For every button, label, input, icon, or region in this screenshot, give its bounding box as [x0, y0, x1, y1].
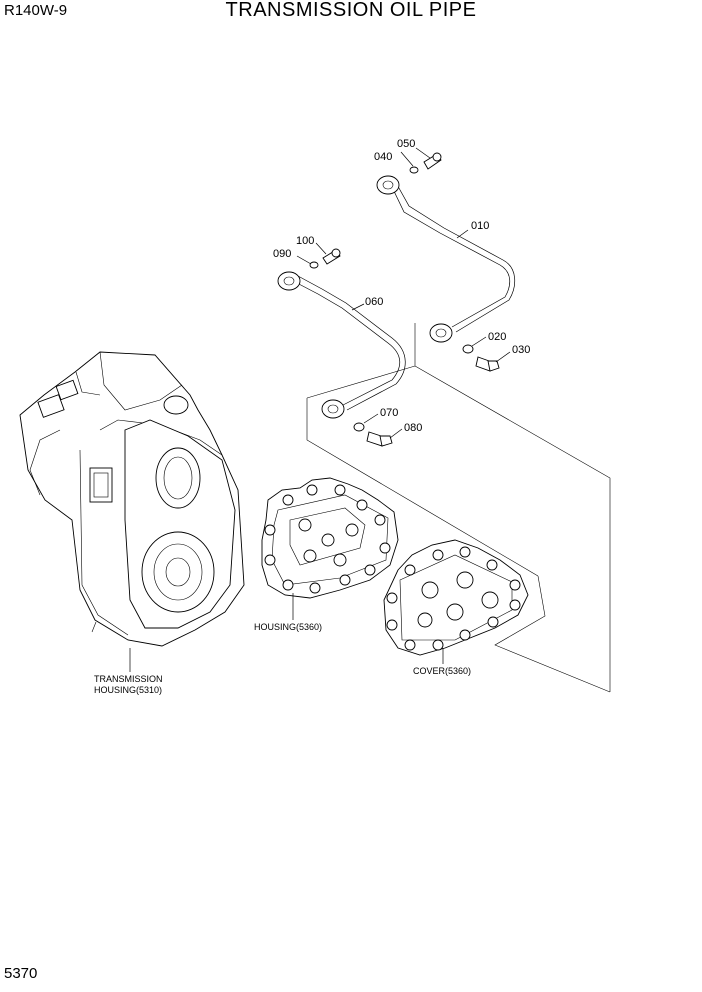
banjo-bolt-100[interactable]: [322, 248, 341, 265]
callout-010: 010: [471, 220, 489, 232]
housing-5360[interactable]: [261, 477, 399, 599]
transmission-housing-label-line1: TRANSMISSION: [94, 674, 163, 684]
o-ring-070[interactable]: [353, 422, 365, 432]
cover-label: COVER(5360): [413, 666, 471, 676]
callout-060: 060: [365, 296, 383, 308]
callout-080: 080: [404, 422, 422, 434]
transmission-housing[interactable]: [19, 351, 245, 647]
o-ring-020[interactable]: [462, 344, 474, 354]
housing-label: HOUSING(5360): [254, 622, 322, 632]
o-ring-090[interactable]: [309, 261, 319, 269]
callout-030: 030: [512, 344, 530, 356]
cover-5360[interactable]: [383, 539, 529, 656]
callout-040: 040: [374, 151, 392, 163]
callout-070: 070: [380, 407, 398, 419]
banjo-bolt-030[interactable]: [475, 356, 500, 372]
callout-020: 020: [488, 331, 506, 343]
callout-050: 050: [397, 138, 415, 150]
projection-lines: [306, 323, 611, 693]
pipe-010[interactable]: [376, 175, 515, 343]
pipe-060[interactable]: [277, 271, 406, 419]
leader-lines: [129, 147, 511, 672]
callout-090: 090: [273, 248, 291, 260]
page-number: 5370: [4, 965, 38, 982]
banjo-bolt-050[interactable]: [423, 152, 442, 170]
page-title: TRANSMISSION OIL PIPE: [225, 0, 477, 21]
o-ring-040[interactable]: [409, 166, 419, 174]
callout-100: 100: [296, 235, 314, 247]
banjo-bolt-080[interactable]: [366, 431, 393, 447]
model-code: R140W-9: [4, 2, 68, 19]
transmission-housing-label-line2: HOUSING(5310): [94, 685, 162, 695]
